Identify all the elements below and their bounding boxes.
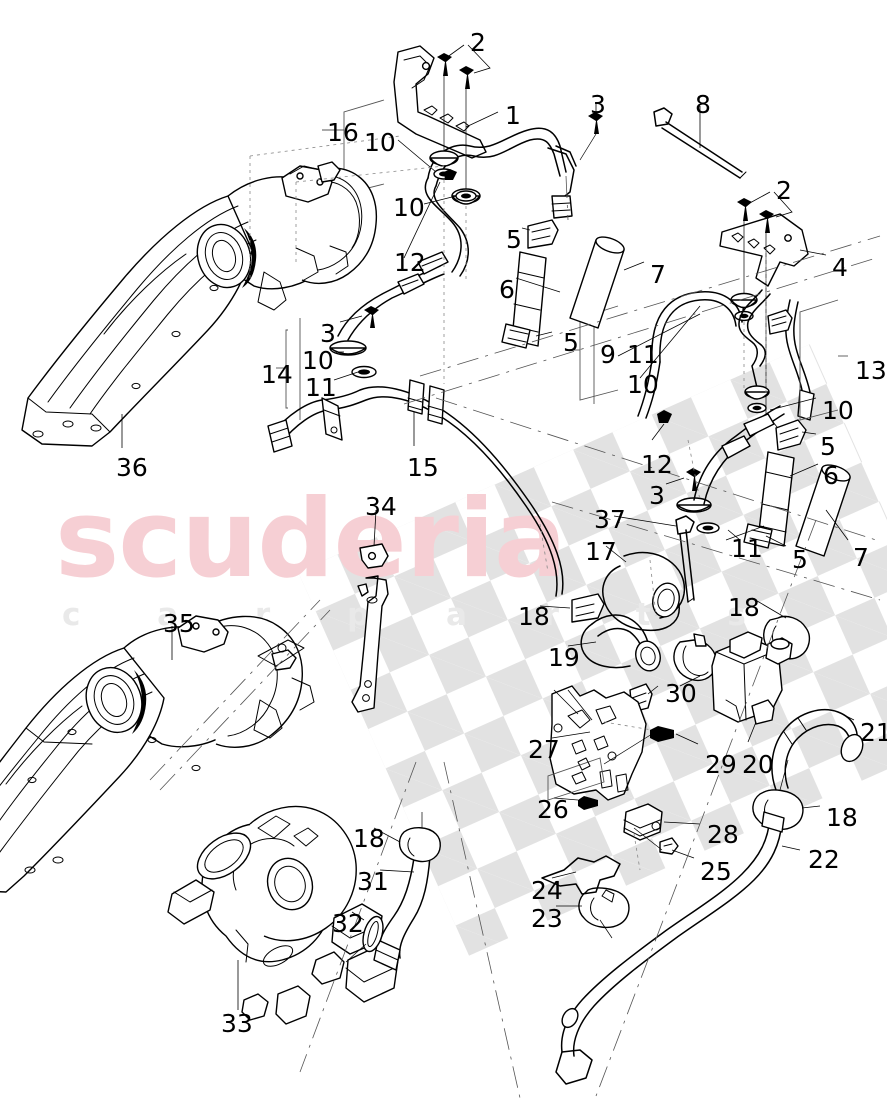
callout-number: 27 (528, 735, 560, 764)
callout-number: 18 (518, 602, 550, 631)
callout-number: 18 (728, 593, 760, 622)
callout-number: 5 (506, 225, 522, 254)
callout-number: 15 (407, 453, 439, 482)
callout-number: 24 (531, 876, 563, 905)
callout-number: 29 (705, 750, 737, 779)
callout-number: 7 (853, 543, 869, 572)
callout-number: 10 (364, 128, 396, 157)
callout-number: 25 (700, 857, 732, 886)
callout-number: 13 (855, 356, 887, 385)
callout-number: 26 (537, 795, 569, 824)
callout-number: 11 (305, 373, 337, 402)
callout-number: 35 (163, 609, 195, 638)
callout-number: 18 (826, 803, 858, 832)
callout-number: 10 (302, 346, 334, 375)
callout-number: 8 (695, 90, 711, 119)
callout-number: 3 (649, 481, 665, 510)
callout-number: 1 (505, 101, 521, 130)
callout-number: 9 (600, 340, 616, 369)
callout-number: 3 (590, 90, 606, 119)
callout-number: 37 (594, 505, 626, 534)
callout-number: 18 (353, 824, 385, 853)
callout-number: 5 (792, 545, 808, 574)
callout-number: 21 (860, 718, 887, 747)
callout-number: 17 (585, 537, 617, 566)
callout-number: 2 (470, 28, 486, 57)
callout-number: 20 (742, 750, 774, 779)
callout-number: 3 (320, 319, 336, 348)
callout-number: 11 (627, 340, 659, 369)
callout-number: 11 (731, 534, 763, 563)
callout-number: 31 (357, 867, 389, 896)
callout-number: 5 (820, 432, 836, 461)
callout-number: 33 (221, 1009, 253, 1038)
callout-number: 5 (563, 328, 579, 357)
callout-number: 28 (707, 820, 739, 849)
callout-number: 30 (665, 679, 697, 708)
callout-number: 6 (499, 275, 515, 304)
callout-number: 10 (393, 193, 425, 222)
callout-number: 10 (627, 370, 659, 399)
callout-number: 6 (823, 461, 839, 490)
callout-number: 2 (776, 176, 792, 205)
callout-number: 16 (327, 118, 359, 147)
callout-number: 4 (832, 253, 848, 282)
callout-number: 19 (548, 643, 580, 672)
callout-number: 14 (261, 360, 293, 389)
callout-number: 12 (641, 450, 673, 479)
callout-number: 34 (365, 492, 397, 521)
callout-number: 10 (822, 396, 854, 425)
callout-number: 36 (116, 453, 148, 482)
callout-number: 12 (394, 248, 426, 277)
callout-number: 23 (531, 904, 563, 933)
callout-number: 22 (808, 845, 840, 874)
callout-number: 32 (332, 909, 364, 938)
callout-number: 7 (650, 260, 666, 289)
